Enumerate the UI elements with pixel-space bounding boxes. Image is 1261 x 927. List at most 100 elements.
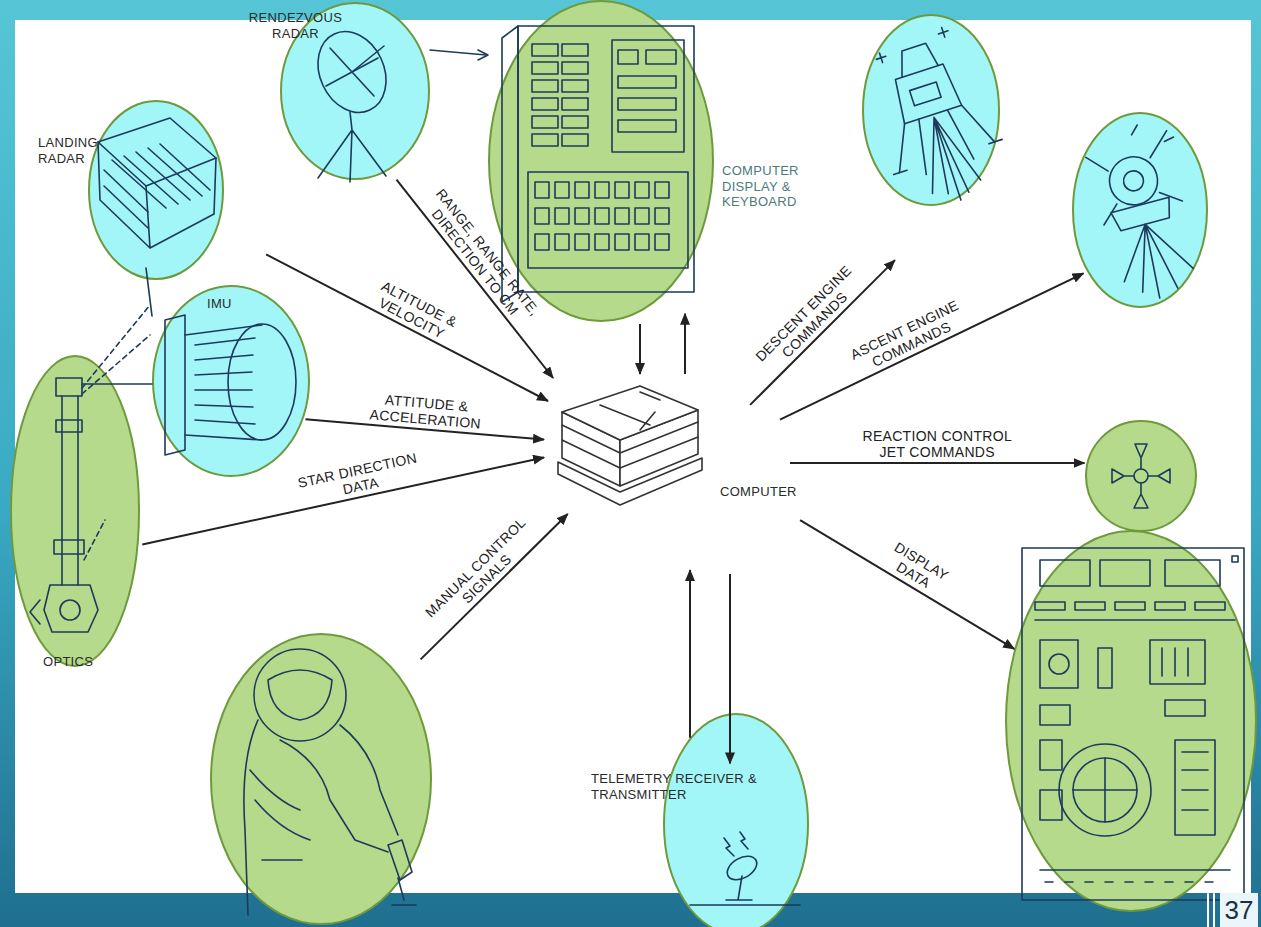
component-circle: OPTICS: [10, 355, 140, 667]
highlight-circle: [488, 0, 714, 322]
highlight-circle: [11, 356, 139, 666]
display-panel-drawing: [1150, 640, 1205, 684]
display-panel-drawing: [1098, 648, 1112, 688]
highlight-circle: [1005, 530, 1257, 912]
computer-drawing: [558, 386, 702, 505]
telemetry-antenna-drawing: [724, 832, 748, 856]
component-circle: [1072, 112, 1208, 308]
keyboard-drawing: [535, 208, 669, 224]
lunar-module-descent-drawing: [894, 42, 938, 78]
signal-label: STAR DIRECTION DATA: [283, 446, 436, 509]
optics-drawing: [30, 305, 152, 632]
rcs-jet-drawing: [1134, 483, 1148, 508]
telemetry-antenna-drawing: [690, 832, 800, 905]
astronaut-drawing: [268, 670, 332, 720]
signal-label: MANUAL CONTROL SIGNALS: [413, 506, 549, 641]
optics-drawing: [82, 335, 150, 560]
keyboard-drawing: [528, 172, 688, 268]
signal-arrow: [800, 520, 1014, 649]
astronaut-drawing: [280, 740, 388, 852]
rendezvous-radar-drawing: [305, 20, 488, 182]
lunar-module-ascent-drawing: [1085, 131, 1187, 225]
astronaut-drawing: [254, 649, 346, 741]
highlight-circle: [153, 286, 309, 476]
display-panel-drawing: [1232, 556, 1238, 562]
signal-label: ATTITUDE & ACCELERATION: [360, 389, 492, 432]
display-panel-drawing: [1182, 752, 1208, 810]
signal-label: DESCENT ENGINE COMMANDS: [745, 255, 874, 384]
lunar-module-ascent-drawing: [1129, 117, 1174, 150]
computer-drawing: [600, 392, 660, 430]
signal-arrow: [397, 180, 554, 378]
optics-drawing: [62, 396, 78, 585]
landing-radar-drawing: [98, 118, 216, 316]
imu-drawing: [165, 315, 185, 455]
rendezvous-radar-drawing: [352, 46, 384, 72]
component-circle: RENDEZVOUS RADAR: [280, 2, 430, 180]
lunar-module-ascent-drawing: [1111, 215, 1198, 306]
display-panel-drawing: [1059, 744, 1151, 836]
highlight-circle: [10, 355, 140, 667]
optics-drawing: [30, 600, 40, 624]
highlight-circle: [1072, 112, 1208, 308]
landing-radar-drawing: [98, 142, 216, 248]
rcs-jet-drawing: [1148, 469, 1170, 483]
keyboard-drawing: [502, 26, 694, 302]
keyboard-drawing: [518, 26, 694, 292]
component-circle: [1005, 530, 1257, 912]
slide-number: 37: [1220, 893, 1258, 927]
display-panel-drawing: [1040, 700, 1205, 725]
signal-label: ALTITUDE & VELOCITY: [362, 272, 470, 349]
signal-arrow: [729, 574, 731, 763]
component-label: COMPUTER: [720, 484, 805, 500]
keyboard-drawing: [618, 50, 676, 132]
component-label: COMPUTER DISPLAY & KEYBOARD: [722, 163, 817, 210]
signal-label: REACTION CONTROL JET COMMANDS: [855, 428, 1020, 460]
rcs-jet-drawing: [1135, 444, 1147, 469]
component-circle: COMPUTER DISPLAY & KEYBOARD: [488, 0, 714, 322]
signal-label: ASCENT ENGINE COMMANDS: [834, 290, 983, 384]
lunar-module-ascent-drawing: [1081, 117, 1213, 307]
astronaut-drawing: [244, 649, 416, 915]
rendezvous-radar-drawing: [478, 50, 488, 60]
signal-arrow: [639, 324, 641, 374]
optics-drawing: [54, 420, 84, 554]
highlight-circle: [663, 713, 809, 927]
rendezvous-radar-drawing: [305, 20, 399, 123]
keyboard-drawing: [535, 182, 669, 198]
display-panel-drawing: [1022, 548, 1244, 900]
computer-drawing: [562, 386, 698, 440]
imu-drawing: [195, 338, 255, 424]
slide-number-bars: [1208, 894, 1214, 927]
optics-drawing: [82, 305, 150, 388]
signal-arrow: [689, 570, 691, 738]
keyboard-drawing: [612, 40, 684, 152]
component-circle: TELEMETRY RECEIVER & TRANSMITTER: [663, 713, 809, 927]
slide-number-bars: [1208, 894, 1214, 927]
display-panel-drawing: [1045, 881, 1213, 883]
lunar-module-ascent-drawing: [1121, 169, 1145, 193]
display-panel-drawing: [1175, 740, 1215, 835]
highlight-circle: [89, 101, 223, 279]
highlight-circle: [1086, 421, 1196, 531]
display-panel-drawing: [1162, 648, 1188, 676]
optics-drawing: [56, 378, 82, 396]
telemetry-antenna-drawing: [726, 876, 752, 900]
lunar-module-ascent-drawing: [1111, 197, 1174, 232]
display-panel-drawing: [1073, 758, 1137, 822]
component-circle: IMU: [152, 285, 310, 477]
rcs-jet-drawing: [1134, 469, 1148, 483]
signal-arrow: [790, 462, 1085, 464]
component-label: OPTICS: [43, 654, 113, 670]
telemetry-antenna-drawing: [690, 904, 800, 906]
highlight-circle: [1006, 531, 1256, 911]
keyboard-drawing: [535, 234, 669, 250]
display-panel-drawing: [1040, 560, 1220, 586]
highlight-circle: [152, 285, 310, 477]
astronaut-drawing: [388, 840, 412, 880]
display-panel-drawing: [1073, 758, 1137, 822]
astronaut-drawing: [250, 770, 310, 860]
display-panel-drawing: [1040, 640, 1078, 688]
optics-drawing: [82, 383, 152, 385]
